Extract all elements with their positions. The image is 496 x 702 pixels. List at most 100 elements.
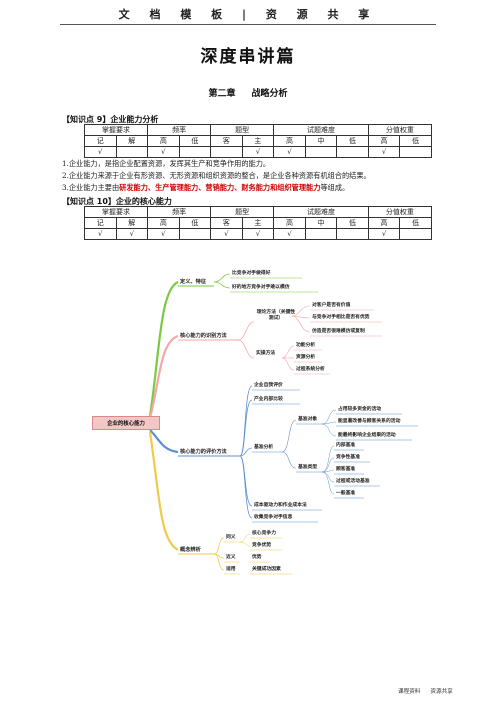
mm-ev-3b: 基准类型 [298,465,318,470]
table-row: 掌握要求 频率 题型 试题难度 分值权重 [83,206,433,218]
page-title: 深度串讲篇 [200,47,296,67]
mm-c-1: 同义 [226,535,236,540]
chapter-heading: 第二章 战略分析 [0,86,496,99]
table-cell [115,146,149,158]
branch-identify [148,334,179,419]
table-cell: 解 [115,217,149,229]
table-cell: 高 [367,217,401,229]
table-cell: 高 [273,135,306,147]
mm-c-1b: 竞争优势 [252,543,272,548]
table-cell: 低 [399,217,432,229]
table-cell: √ [84,146,117,158]
mm-id-b2: 资源分析 [296,355,316,360]
table-cell: √ [147,146,180,158]
table-cell: 主 [241,217,275,229]
mm-ev-3a2: 能显著改善与顾客关系的活动 [338,419,401,424]
mm-ev-4: 成本驱动力和作业成本法 [254,503,307,508]
table-cell: 高 [273,217,306,229]
mm-id-a1: 对客户是否有价值 [312,303,351,308]
table-cell: 高 [367,135,401,147]
mm-ev-3a3: 能最终影响企业结果的活动 [338,433,396,438]
table-row: √ √ √ √ √ √ √ [84,228,432,240]
mm-identify: 核心能力的识别方法 [180,333,227,339]
table-cell: 客 [210,135,243,147]
table-cell: 中 [304,217,338,229]
table-cell [178,228,212,240]
kp9-title: 【知识点 9】企业能力分析 [62,115,159,124]
table-cell: √ [115,228,149,240]
mm-id-b3: 过程系统分析 [296,367,325,372]
mm-id-b1: 功能分析 [296,343,316,348]
table-cell: 频率 [147,206,212,218]
mm-def-2: 好的地方竞争对手难以模仿 [232,285,290,290]
table-cell [399,146,432,158]
mm-id-a3: 仿造是否很难模仿或复制 [312,329,365,334]
table-cell: 高 [147,135,180,147]
table-cell: √ [241,146,275,158]
table-cell: 低 [336,217,369,229]
kp9-table: 掌握要求 频率 题型 试题难度 分值权重 记 解 高 低 客 主 高 中 低 高… [83,124,433,158]
mm-ev-3b4: 过程或活动基准 [336,479,370,484]
table-row: 掌握要求 频率 题型 试题难度 分值权重 [83,124,433,136]
page-footer: 课程资料资源共享 [398,687,463,695]
table-cell [336,146,369,158]
mm-ev-3b3: 顾客基准 [336,467,356,472]
table-cell: √ [84,228,117,240]
table-cell: √ [273,228,306,240]
mm-ev-3b2: 竞争性基准 [336,455,360,460]
table-cell [336,228,369,240]
table-cell: 分值权重 [367,124,433,136]
chapter-number: 第二章 [208,89,236,99]
header-banner: 文 档 模 板 | 资 源 共 享 [118,8,378,21]
table-cell: √ [241,228,275,240]
table-cell: 高 [147,217,180,229]
chapter-name: 战略分析 [251,89,288,99]
footer-right: 资源共享 [430,689,453,695]
table-cell: 主 [241,135,275,147]
kp9-p3-suffix: 等组成。 [320,183,350,192]
table-cell: 频率 [147,124,212,136]
mm-ev-3b1: 内部基准 [336,443,356,448]
mm-id-a2: 与竞争对手相比是否有优势 [312,315,370,320]
mm-ev-5: 收集竞争对手信息 [254,515,293,520]
mm-evaluate: 核心能力的评价方法 [180,449,227,455]
table-cell: 中 [304,135,338,147]
mm-ev-3: 基准分析 [254,445,274,450]
mm-id-a: 理论方法（关键性测试） [256,310,296,321]
kp10-table: 掌握要求 频率 题型 试题难度 分值权重 记 解 高 低 客 主 高 中 低 高… [83,206,433,240]
branch-evaluate [149,429,179,454]
table-cell: 掌握要求 [83,206,149,218]
table-cell [210,146,243,158]
kp9-paragraph-2: 2.企业能力来源于企业有形资源、无形资源和组织资源的整合，是企业各种资源有机组合… [62,171,371,180]
table-cell [304,146,338,158]
mm-ev-3a1: 占用较多资金的活动 [338,407,382,412]
kp9-paragraph-3: 3.企业能力主要由研发能力、生产管理能力、营销能力、财务能力和组织管理能力等组成… [62,183,349,193]
kp9-p3-highlight: 研发能力、生产管理能力、营销能力、财务能力和组织管理能力 [119,183,321,192]
table-cell: 低 [399,135,432,147]
mm-c-2a: 优势 [252,555,262,560]
table-cell: 客 [210,217,243,229]
table-cell: √ [147,228,180,240]
table-cell: √ [367,228,401,240]
kp9-p3-prefix: 3.企业能力主要由 [62,183,120,192]
table-cell: √ [367,146,401,158]
table-cell: 题型 [210,124,275,136]
table-row: 记 解 高 低 客 主 高 中 低 高 低 [84,217,432,229]
table-cell: 掌握要求 [83,124,149,136]
mm-ev-3b5: 一般基准 [336,491,356,496]
table-cell: 分值权重 [367,206,433,218]
table-cell: 记 [84,135,117,147]
mm-def: 定义、特征 [180,279,206,285]
mm-ev-3a: 基准对象 [298,417,318,422]
mm-c-1a: 核心竞争力 [252,531,276,536]
mm-id-b: 实操方法 [256,351,276,356]
table-cell: √ [210,228,243,240]
mm-c-2: 近义 [226,555,236,560]
table-cell: 题型 [210,206,275,218]
table-cell [178,146,212,158]
table-row: √ √ √ √ √ [84,146,432,158]
mm-ev-1: 企业自我评价 [254,383,283,388]
table-cell: 低 [178,135,212,147]
table-cell: 低 [336,135,369,147]
mm-c-3: 适用 [226,567,236,572]
